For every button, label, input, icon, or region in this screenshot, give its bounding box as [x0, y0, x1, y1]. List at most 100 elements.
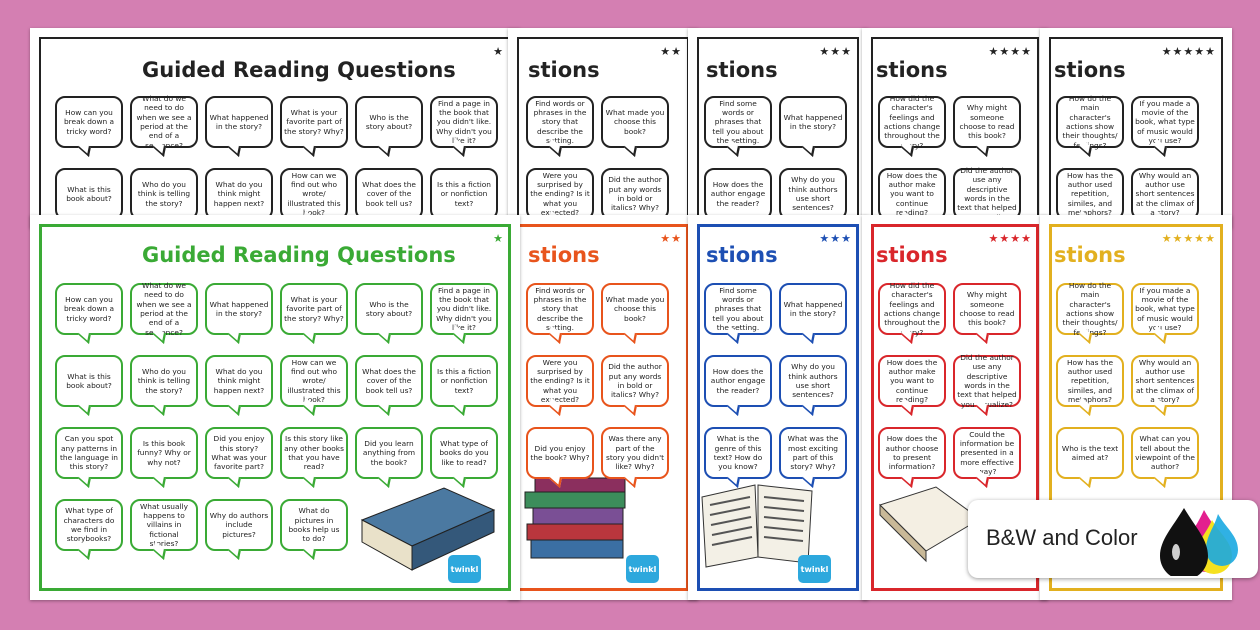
question-text: What do pictures in books help us to do?	[288, 506, 340, 544]
question-bubble: What is your favorite part of the story?…	[280, 283, 348, 335]
question-text: What does the cover of the book tell us?	[362, 367, 416, 395]
question-bubble: Did you learn anything from the book?	[355, 427, 423, 479]
question-text: How does the author engage the reader?	[710, 367, 766, 395]
question-bubble: Why do authors include pictures?	[205, 499, 273, 551]
question-bubble: What does the cover of the book tell us?	[355, 168, 423, 220]
question-text: Were you surprised by the ending? Is it …	[530, 170, 590, 217]
question-text: Were you surprised by the ending? Is it …	[530, 357, 590, 404]
question-bubble: How can you break down a tricky word?	[55, 283, 123, 335]
question-text: Find some words or phrases that tell you…	[712, 98, 764, 145]
question-bubble: How do the main character's actions show…	[1056, 94, 1124, 150]
question-text: What is this book about?	[66, 371, 112, 390]
sheet-title: stions	[1054, 58, 1126, 82]
notebook-illustration	[879, 486, 981, 563]
difficulty-stars: ★★★	[819, 232, 852, 245]
sheet-title: stions	[876, 243, 948, 267]
question-bubble: Why might someone choose to read this bo…	[953, 96, 1021, 148]
question-text: Can you spot any patterns in the languag…	[60, 434, 118, 472]
bw-sheet-4: stions ★★★★ How did the character's feel…	[862, 28, 1048, 228]
difficulty-stars: ★★★★★	[1161, 45, 1216, 58]
question-bubble: What type of books do you like to read?	[430, 427, 498, 479]
question-text: What made you choose this book?	[605, 295, 665, 323]
question-bubble: What happened in the story?	[779, 96, 847, 148]
difficulty-stars: ★★	[660, 45, 682, 58]
question-bubble: Did you enjoy the book? Why?	[526, 427, 594, 479]
sheet-title: stions	[1054, 243, 1126, 267]
question-bubble: How does the author make you want to con…	[878, 168, 946, 220]
question-text: How can you break down a tricky word?	[63, 295, 115, 323]
question-bubble: Did the author put any words in bold or …	[601, 355, 669, 407]
question-bubble: If you made a movie of the book, what ty…	[1131, 96, 1199, 148]
question-text: Why do you think authors use short sente…	[788, 362, 838, 400]
question-text: Did the author put any words in bold or …	[608, 175, 662, 213]
difficulty-stars: ★★★★	[988, 45, 1032, 58]
twinkl-logo: twinkl	[798, 555, 831, 583]
question-text: How does the author make you want to con…	[886, 357, 938, 404]
question-bubble: What is your favorite part of the story?…	[280, 96, 348, 148]
question-bubble: How can we find out who wrote/ illustrat…	[280, 355, 348, 407]
question-text: Why would an author use short sentences …	[1135, 357, 1195, 404]
question-bubble: How can you break down a tricky word?	[55, 96, 123, 148]
question-bubble: Who do you think is telling the story?	[130, 168, 198, 220]
difficulty-stars: ★	[493, 232, 504, 245]
question-bubble: Why would an author use short sentences …	[1131, 355, 1199, 407]
difficulty-stars: ★★	[660, 232, 682, 245]
question-bubble: Could the information be presented in a …	[953, 427, 1021, 479]
question-bubble: Did you enjoy this story? What was your …	[205, 427, 273, 479]
color-sheet-2: stions ★★ twinkl Find words or phrases i…	[508, 215, 698, 600]
badge-label: B&W and Color	[986, 525, 1138, 550]
question-text: Who is the story about?	[365, 112, 413, 131]
question-text: How can we find out who wrote/ illustrat…	[287, 170, 341, 217]
question-bubble: What is this book about?	[55, 355, 123, 407]
question-bubble: What made you choose this book?	[601, 96, 669, 148]
question-text: Why would an author use short sentences …	[1135, 170, 1195, 217]
question-bubble: How has the author used repetition, simi…	[1056, 168, 1124, 220]
question-bubble: What do you think might happen next?	[205, 355, 273, 407]
question-text: How do the main character's actions show…	[1062, 94, 1118, 150]
question-text: Could the information be presented in a …	[959, 429, 1015, 476]
question-text: What made you choose this book?	[605, 108, 665, 136]
question-text: Who is the story about?	[365, 299, 413, 318]
question-text: Find a page in the book that you didn't …	[436, 285, 492, 332]
sheet-title: stions	[528, 243, 600, 267]
question-text: How does the author engage the reader?	[710, 180, 766, 208]
question-text: What is the genre of this text? How do y…	[713, 434, 763, 472]
question-bubble: How do the main character's actions show…	[1056, 281, 1124, 337]
question-text: Did the author use any descriptive words…	[957, 166, 1017, 221]
question-text: Why do you think authors use short sente…	[788, 175, 838, 213]
question-text: Find a page in the book that you didn't …	[436, 98, 492, 145]
color-sheet-1: Guided Reading Questions ★ twinkl How ca…	[30, 215, 520, 600]
question-text: What do we need to do when we see a peri…	[136, 94, 192, 150]
question-text: Did you learn anything from the book?	[362, 439, 416, 467]
question-bubble: Find a page in the book that you didn't …	[430, 96, 498, 148]
open-book-illustration	[701, 484, 813, 568]
question-text: Who do you think is telling the story?	[137, 180, 191, 208]
question-text: What can you tell about the viewpoint of…	[1135, 434, 1195, 472]
question-bubble: Did the author use any descriptive words…	[953, 353, 1021, 409]
question-text: How did the character's feelings and act…	[883, 281, 941, 337]
question-bubble: What made you choose this book?	[601, 283, 669, 335]
question-text: How did the character's feelings and act…	[883, 94, 941, 150]
difficulty-stars: ★★★	[819, 45, 852, 58]
question-text: Is this book funny? Why or why not?	[137, 439, 191, 467]
twinkl-logo: twinkl	[626, 555, 659, 583]
question-bubble: What is this book about?	[55, 168, 123, 220]
question-bubble: Did the author use any descriptive words…	[953, 166, 1021, 222]
question-bubble: Why might someone choose to read this bo…	[953, 283, 1021, 335]
sheet-title: Guided Reading Questions	[142, 58, 456, 82]
question-text: Is this story like any other books that …	[284, 434, 344, 472]
question-bubble: Who is the story about?	[355, 283, 423, 335]
question-bubble: Is this story like any other books that …	[280, 427, 348, 479]
question-text: Did you enjoy this story? What was your …	[211, 434, 267, 472]
question-bubble: What usually happens to villains in fict…	[130, 499, 198, 551]
question-text: How has the author used repetition, simi…	[1066, 357, 1113, 404]
question-text: What type of books do you like to read?	[439, 439, 489, 467]
ink-drops-icon	[1160, 508, 1238, 576]
question-text: Is this a fiction or nonfiction text?	[437, 367, 491, 395]
question-bubble: What do pictures in books help us to do?	[280, 499, 348, 551]
question-text: How does the author make you want to con…	[886, 170, 938, 217]
bw-sheet-1: Guided Reading Questions ★ How can you b…	[30, 28, 520, 228]
question-bubble: Is this a fiction or nonfiction text?	[430, 355, 498, 407]
question-text: How does the author choose to present in…	[885, 434, 939, 472]
question-text: Is this a fiction or nonfiction text?	[437, 180, 491, 208]
